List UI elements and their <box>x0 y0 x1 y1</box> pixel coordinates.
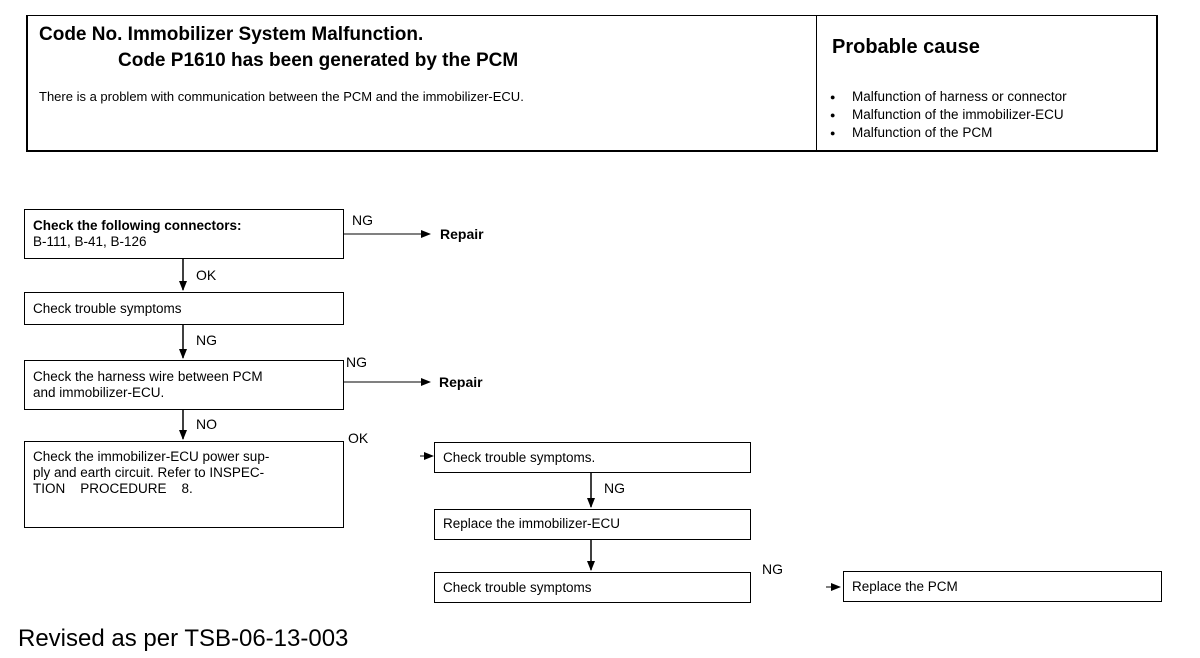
label-ng-3: NG <box>346 354 367 370</box>
check-power-supply-line1: Check the immobilizer-ECU power sup- <box>33 449 270 464</box>
check-trouble-symptoms-text-1: Check trouble symptoms <box>33 301 182 316</box>
check-trouble-symptoms-box-3: Check trouble symptoms <box>434 572 751 603</box>
cause-item: Malfunction of harness or connector <box>830 88 1067 106</box>
probable-cause-title: Probable cause <box>832 36 980 58</box>
check-trouble-symptoms-box-1: Check trouble symptoms <box>24 292 344 325</box>
replace-immobilizer-box: Replace the immobilizer-ECU <box>434 509 751 540</box>
replace-pcm-box: Replace the PCM <box>843 571 1162 602</box>
label-ng-4: NG <box>604 480 625 496</box>
label-no-1: NO <box>196 416 217 432</box>
check-power-supply-box: Check the immobilizer-ECU power sup- ply… <box>24 441 344 528</box>
header-table <box>26 15 1158 152</box>
cause-item: Malfunction of the PCM <box>830 124 1067 142</box>
cause-item: Malfunction of the immobilizer-ECU <box>830 106 1067 124</box>
replace-immobilizer-text: Replace the immobilizer-ECU <box>443 516 621 531</box>
check-power-supply-line3: TION PROCEDURE 8. <box>33 481 193 496</box>
check-connectors-line2: B-111, B-41, B-126 <box>33 234 147 249</box>
check-connectors-line1: Check the following connectors: <box>33 218 242 233</box>
header-title-line1: Code No. Immobilizer System Malfunction. <box>39 24 424 45</box>
label-ng-5: NG <box>762 561 783 577</box>
header-title-line2: Code P1610 has been generated by the PCM <box>118 50 519 71</box>
check-harness-line2: and immobilizer-ECU. <box>33 385 165 400</box>
action-repair-1: Repair <box>440 226 484 242</box>
label-ok-2: OK <box>348 430 369 446</box>
check-trouble-symptoms-box-2: Check trouble symptoms. <box>434 442 751 473</box>
check-connectors-box: Check the following connectors: B-111, B… <box>24 209 344 259</box>
header-description: There is a problem with communication be… <box>39 89 524 104</box>
label-ng-1: NG <box>352 212 373 228</box>
check-harness-line1: Check the harness wire between PCM <box>33 369 263 384</box>
check-harness-box: Check the harness wire between PCM and i… <box>24 360 344 410</box>
check-trouble-symptoms-text-3: Check trouble symptoms <box>443 580 592 595</box>
header-divider <box>816 15 817 152</box>
action-repair-2: Repair <box>439 374 483 390</box>
check-power-supply-line2: ply and earth circuit. Refer to INSPEC- <box>33 465 265 480</box>
label-ok-1: OK <box>196 267 217 283</box>
probable-cause-list: Malfunction of harness or connector Malf… <box>830 88 1067 142</box>
replace-pcm-text: Replace the PCM <box>852 579 958 594</box>
revision-note: Revised as per TSB-06-13-003 <box>18 625 349 652</box>
check-trouble-symptoms-text-2: Check trouble symptoms. <box>443 450 596 465</box>
label-ng-2: NG <box>196 332 217 348</box>
